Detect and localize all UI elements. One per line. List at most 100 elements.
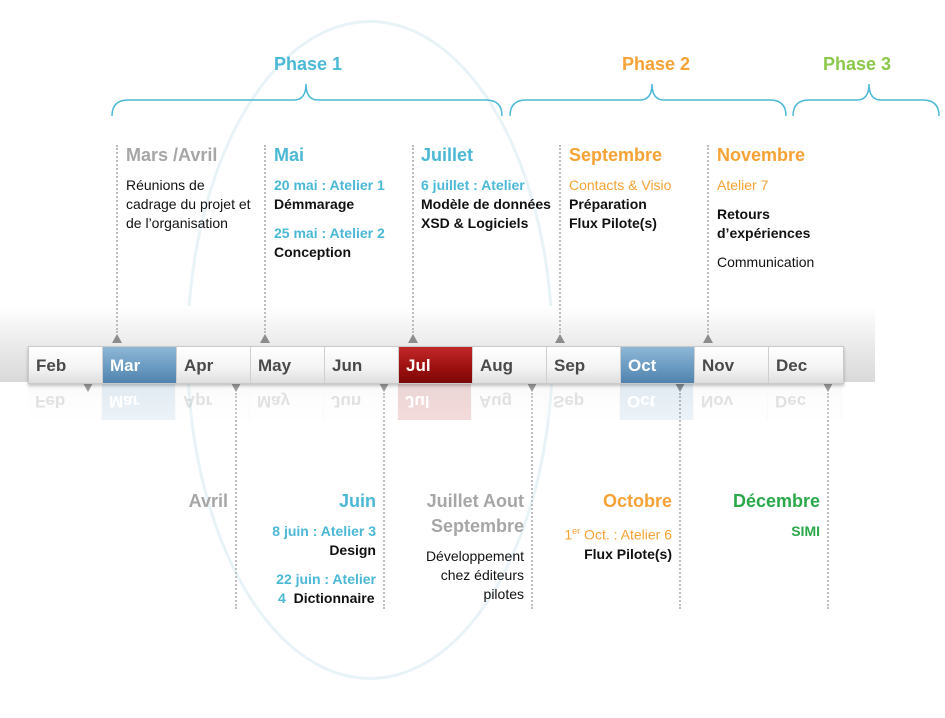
connector-octobre	[679, 393, 681, 609]
refl-jun: Jun	[324, 384, 398, 420]
refl-oct: Oct	[620, 384, 694, 420]
juin-atelier4-num: 4	[278, 590, 286, 606]
phase-2-label: Phase 2	[622, 54, 691, 74]
month-feb: Feb	[29, 347, 103, 383]
month-bar: Feb Mar Apr May Jun Jul Aug Sep Oct Nov …	[28, 346, 844, 384]
connector-avril	[235, 393, 237, 609]
top-mars-avril: Mars /Avril Réunions de cadrage du proje…	[126, 145, 256, 233]
novembre-title: Novembre	[717, 145, 806, 165]
mai-title: Mai	[274, 145, 305, 165]
refl-mar: Mar	[102, 384, 176, 420]
month-nov: Nov	[695, 347, 769, 383]
connector-juin	[383, 393, 385, 609]
octobre-label-pre: 1	[564, 526, 573, 543]
marker-mars	[112, 334, 122, 343]
marker-avril	[231, 383, 241, 392]
month-apr: Apr	[177, 347, 251, 383]
refl-may: May	[250, 384, 324, 420]
juillet-aout-title1: Juillet Aout	[426, 491, 524, 511]
connector-septembre	[559, 145, 561, 333]
phase-1-bracket	[111, 83, 503, 117]
juin-atelier4-line: 4 Dictionnaire	[240, 589, 376, 608]
phase-3-label: Phase 3	[823, 54, 892, 74]
novembre-text3: Communication	[717, 254, 815, 270]
juin-atelier3-label: 8 juin : Atelier 3	[272, 523, 376, 539]
juillet-atelier-label: 6 juillet : Atelier	[421, 177, 525, 193]
month-aug: Aug	[473, 347, 547, 383]
marker-juin	[379, 383, 389, 392]
connector-mai	[264, 145, 266, 333]
septembre-label: Contacts & Visio	[569, 177, 672, 193]
mai-atelier1-label: 20 mai : Atelier 1	[274, 177, 385, 193]
month-may: May	[251, 347, 325, 383]
juin-atelier4-label: 22 juin : Atelier	[276, 571, 376, 587]
juillet-aout-text3: pilotes	[483, 586, 524, 602]
connector-aout	[531, 393, 533, 609]
phase-2-bracket	[509, 83, 787, 117]
bottom-juin: Juin 8 juin : Atelier 3 Design 22 juin :…	[240, 491, 376, 608]
marker-feb-end	[83, 383, 93, 392]
septembre-title: Septembre	[569, 145, 663, 165]
phase-1-label: Phase 1	[274, 54, 343, 74]
top-mai: Mai 20 mai : Atelier 1 Démmarage 25 mai …	[274, 145, 414, 262]
decembre-title: Décembre	[732, 491, 820, 511]
novembre-text2: d’expériences	[717, 225, 811, 241]
juillet-atelier-text2: XSD & Logiciels	[421, 215, 529, 231]
bottom-juillet-aout: Juillet Aout Septembre Développement che…	[390, 491, 524, 604]
month-jul: Jul	[399, 347, 473, 383]
octobre-label-post: Oct. : Atelier 6	[580, 526, 672, 543]
bottom-decembre: Décembre SIMI	[700, 491, 820, 541]
juillet-aout-text2: chez éditeurs	[440, 567, 524, 583]
juin-atelier3-text: Design	[329, 542, 376, 558]
connector-mars	[116, 145, 118, 333]
octobre-atelier-label: 1er Oct. : Atelier 6	[540, 522, 672, 545]
month-jun: Jun	[325, 347, 399, 383]
juillet-atelier-text1: Modèle de données	[421, 196, 551, 212]
bottom-avril: Avril	[116, 491, 228, 512]
avril-title: Avril	[188, 491, 228, 511]
novembre-atelier-label: Atelier 7	[717, 177, 769, 193]
septembre-text1: Préparation	[569, 196, 647, 212]
refl-sep: Sep	[546, 384, 620, 420]
refl-nov: Nov	[694, 384, 768, 420]
mars-avril-text: Réunions de cadrage du projet et de l’or…	[126, 177, 251, 231]
juillet-title: Juillet	[421, 145, 474, 165]
refl-jul: Jul	[398, 384, 472, 420]
octobre-label-sup: er	[572, 526, 581, 536]
octobre-atelier-text: Flux Pilote(s)	[584, 545, 672, 562]
month-dec: Dec	[769, 347, 843, 383]
connector-juillet	[412, 145, 414, 333]
mai-atelier1-text: Démmarage	[274, 196, 355, 212]
refl-aug: Aug	[472, 384, 546, 420]
marker-septembre	[555, 334, 565, 343]
juin-title: Juin	[338, 491, 376, 511]
novembre-text1: Retours	[717, 206, 770, 222]
top-septembre: Septembre Contacts & Visio Préparation F…	[569, 145, 709, 233]
decembre-text: SIMI	[791, 523, 820, 539]
marker-decembre	[823, 383, 833, 392]
refl-apr: Apr	[176, 384, 250, 420]
mars-avril-title: Mars /Avril	[126, 145, 218, 165]
marker-mai	[260, 334, 270, 343]
marker-juillet	[408, 334, 418, 343]
refl-dec: Dec	[768, 384, 842, 420]
phase-3-bracket	[792, 83, 940, 117]
octobre-title: Octobre	[602, 491, 672, 511]
month-mar: Mar	[103, 347, 177, 383]
mai-atelier2-label: 25 mai : Atelier 2	[274, 225, 385, 241]
marker-aout	[527, 383, 537, 392]
juillet-aout-text1: Développement	[425, 548, 524, 564]
juillet-aout-title2: Septembre	[430, 516, 524, 536]
top-juillet: Juillet 6 juillet : Atelier Modèle de do…	[421, 145, 561, 233]
marker-octobre	[675, 383, 685, 392]
connector-novembre	[707, 145, 709, 333]
top-novembre: Novembre Atelier 7 Retours d’expériences…	[717, 145, 857, 272]
septembre-text2: Flux Pilote(s)	[569, 215, 657, 231]
connector-decembre	[827, 393, 829, 609]
month-sep: Sep	[547, 347, 621, 383]
mai-atelier2-text: Conception	[274, 244, 351, 260]
bottom-octobre: Octobre 1er Oct. : Atelier 6 Flux Pilote…	[540, 491, 672, 564]
juin-atelier4-text: Dictionnaire	[293, 590, 375, 606]
marker-novembre	[703, 334, 713, 343]
refl-feb: Feb	[28, 384, 102, 420]
